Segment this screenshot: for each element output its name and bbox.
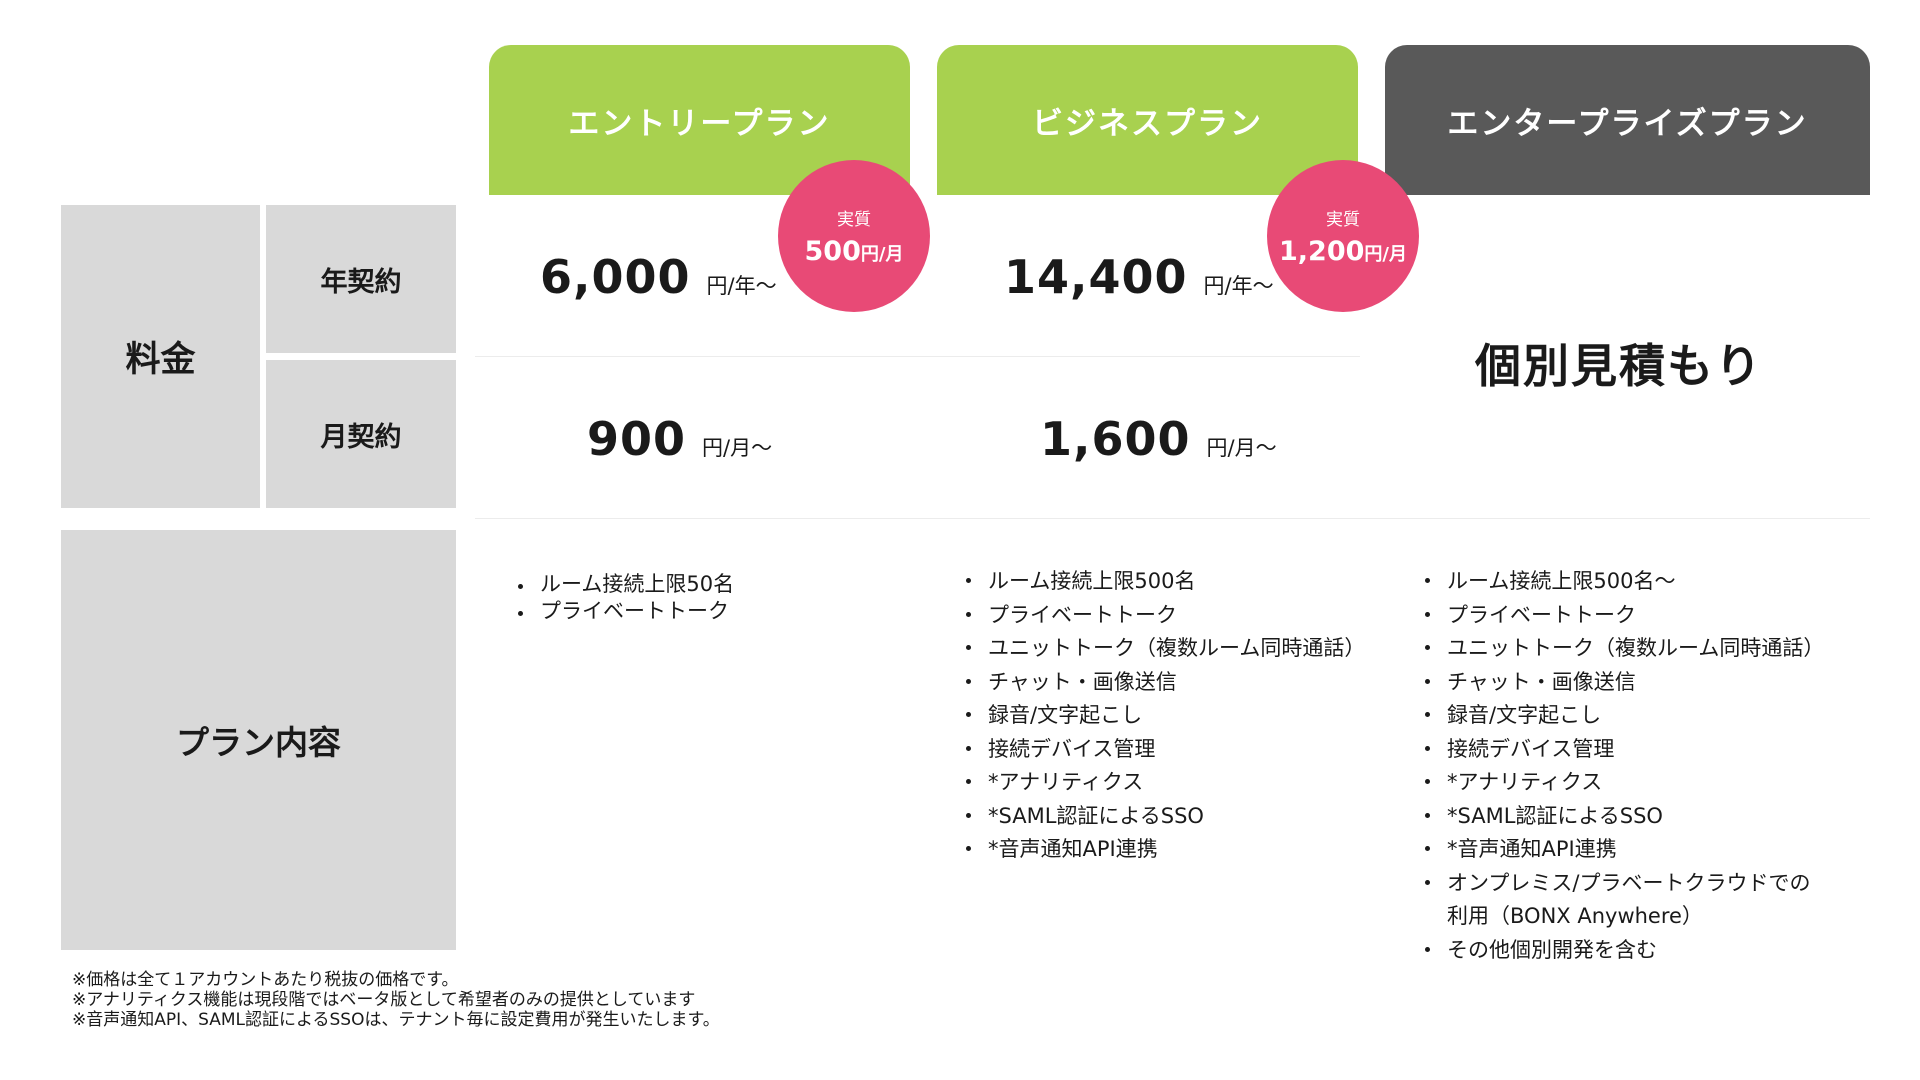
list-item-line: 利用（BONX Anywhere）	[1447, 904, 1703, 928]
footnotes: ※価格は全て１アカウントあたり税抜の価格です。 ※アナリティクス機能は現段階では…	[72, 970, 720, 1030]
business-monthly-amount: 1,600	[1040, 412, 1191, 466]
business-plan-name: ビジネスプラン	[1032, 105, 1263, 142]
enterprise-feature-list: ルーム接続上限500名〜 プライベートトーク ユニットトーク（複数ルーム同時通話…	[1425, 565, 1824, 967]
entry-effective-price-badge: 実質 500円/月	[778, 160, 930, 312]
list-item: ルーム接続上限50名	[518, 571, 734, 598]
enterprise-custom-quote: 個別見積もり	[1475, 339, 1763, 393]
entry-plan-name: エントリープラン	[568, 105, 831, 142]
row-divider-pricing-contents	[475, 518, 1870, 519]
annual-label: 年契約	[320, 266, 402, 298]
monthly-label-cell: 月契約	[266, 360, 456, 508]
list-item: その他個別開発を含む	[1425, 934, 1824, 968]
business-monthly-unit: 円/月〜	[1206, 436, 1277, 460]
entry-monthly-amount: 900	[587, 412, 687, 466]
footnote: ※アナリティクス機能は現段階ではベータ版として希望者のみの提供としています	[72, 990, 696, 1010]
enterprise-plan-name: エンタープライズプラン	[1447, 105, 1808, 142]
list-item: *音声通知API連携	[1425, 833, 1824, 867]
entry-plan-header: エントリープラン	[489, 45, 910, 195]
list-item: チャット・画像送信	[1425, 666, 1824, 700]
entry-monthly-unit: 円/月〜	[702, 436, 773, 460]
pricing-label-cell: 料金	[61, 205, 260, 508]
entry-annual-price: 6,000 円/年〜	[540, 250, 777, 304]
business-feature-list: ルーム接続上限500名 プライベートトーク ユニットトーク（複数ルーム同時通話）…	[966, 565, 1365, 867]
list-item: ルーム接続上限500名	[966, 565, 1365, 599]
footnote: ※価格は全て１アカウントあたり税抜の価格です。	[72, 970, 459, 990]
monthly-label: 月契約	[320, 421, 402, 453]
business-annual-price: 14,400 円/年〜	[1004, 250, 1274, 304]
annual-label-cell: 年契約	[266, 205, 456, 353]
pricing-label: 料金	[125, 340, 196, 380]
business-badge-label: 実質	[1326, 210, 1360, 230]
list-item: 接続デバイス管理	[966, 733, 1365, 767]
entry-badge-unit: 円/月	[860, 244, 904, 265]
list-item: ユニットトーク（複数ルーム同時通話）	[1425, 632, 1824, 666]
list-item: 録音/文字起こし	[1425, 699, 1824, 733]
list-item: ユニットトーク（複数ルーム同時通話）	[966, 632, 1365, 666]
list-item: プライベートトーク	[518, 598, 734, 625]
business-effective-price-badge: 実質 1,200円/月	[1267, 160, 1419, 312]
list-item: プライベートトーク	[1425, 599, 1824, 633]
business-plan-header: ビジネスプラン	[937, 45, 1358, 195]
list-item: *アナリティクス	[966, 766, 1365, 800]
plan-contents-label-cell: プラン内容	[61, 530, 456, 950]
business-badge-value: 1,200	[1279, 236, 1365, 267]
list-item: チャット・画像送信	[966, 666, 1365, 700]
footnote: ※音声通知API、SAML認証によるSSOは、テナント毎に設定費用が発生いたしま…	[72, 1010, 720, 1030]
row-divider-annual-monthly	[475, 356, 1360, 357]
entry-monthly-price: 900 円/月〜	[587, 412, 772, 466]
entry-badge-value-wrap: 500円/月	[805, 236, 904, 267]
list-item: *SAML認証によるSSO	[1425, 800, 1824, 834]
entry-annual-unit: 円/年〜	[706, 274, 777, 298]
business-monthly-price: 1,600 円/月〜	[1040, 412, 1277, 466]
entry-badge-label: 実質	[837, 210, 871, 230]
list-item: *SAML認証によるSSO	[966, 800, 1365, 834]
list-item: 録音/文字起こし	[966, 699, 1365, 733]
list-item: *音声通知API連携	[966, 833, 1365, 867]
plan-contents-label: プラン内容	[176, 723, 341, 762]
business-annual-amount: 14,400	[1004, 250, 1188, 304]
list-item-line: オンプレミス/プラベートクラウドでの	[1447, 870, 1811, 895]
list-item: *アナリティクス	[1425, 766, 1824, 800]
entry-annual-amount: 6,000	[540, 250, 691, 304]
entry-feature-list: ルーム接続上限50名 プライベートトーク	[518, 571, 734, 625]
list-item: オンプレミス/プラベートクラウドでの 利用（BONX Anywhere）	[1425, 867, 1824, 934]
business-annual-unit: 円/年〜	[1203, 274, 1274, 298]
list-item: ルーム接続上限500名〜	[1425, 565, 1824, 599]
enterprise-plan-header: エンタープライズプラン	[1385, 45, 1870, 195]
business-badge-value-wrap: 1,200円/月	[1279, 236, 1407, 267]
list-item: 接続デバイス管理	[1425, 733, 1824, 767]
business-badge-unit: 円/月	[1364, 244, 1407, 265]
entry-badge-value: 500	[804, 236, 861, 267]
list-item: プライベートトーク	[966, 599, 1365, 633]
